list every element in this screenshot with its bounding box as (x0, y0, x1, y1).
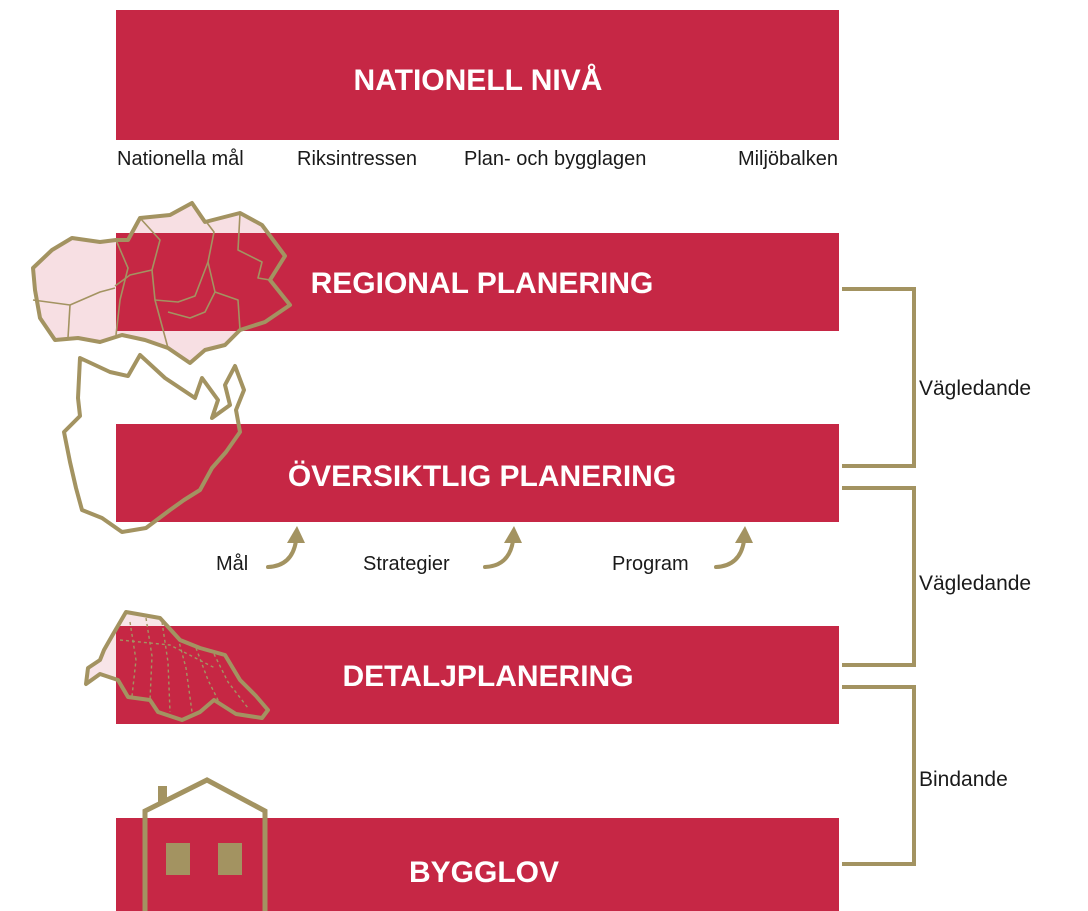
input-label-program: Program (612, 553, 689, 575)
region-map-icon (31, 201, 292, 365)
input-label-mal: Mål (216, 553, 248, 575)
national-level-bar (116, 10, 839, 140)
curved-arrow-icon (483, 526, 522, 569)
curved-arrow-icon (266, 526, 305, 569)
house-icon (142, 777, 268, 911)
detail-plan-map-icon (84, 610, 270, 722)
regional-to-comprehensive-connector (842, 287, 916, 468)
national-instrument-label: Plan- och bygglagen (464, 148, 646, 170)
national-instrument-label: Nationella mål (117, 148, 244, 170)
detailed-to-permit-connector (842, 685, 916, 866)
municipality-map-icon (62, 353, 246, 534)
comprehensive-planning-title: ÖVERSIKTLIG PLANERING (288, 460, 676, 493)
national-instrument-label: Riksintressen (297, 148, 417, 170)
input-label-strategier: Strategier (363, 553, 450, 575)
regional-planning-title: REGIONAL PLANERING (311, 267, 654, 300)
curved-arrow-icon (714, 526, 753, 569)
comprehensive-to-detailed-connector (842, 486, 916, 667)
building-permit-title: BYGGLOV (409, 856, 559, 889)
relation-label: Vägledande (919, 377, 1031, 400)
relation-label: Vägledande (919, 572, 1031, 595)
national-level-title: NATIONELL NIVÅ (354, 64, 603, 97)
chimney-shape (158, 786, 167, 802)
national-instrument-label: Miljöbalken (738, 148, 838, 170)
detailed-planning-title: DETALJPLANERING (342, 660, 633, 693)
house-window-right (218, 843, 242, 875)
house-window-left (166, 843, 190, 875)
regional-planning-bar (116, 233, 839, 331)
relation-label: Bindande (919, 768, 1008, 791)
